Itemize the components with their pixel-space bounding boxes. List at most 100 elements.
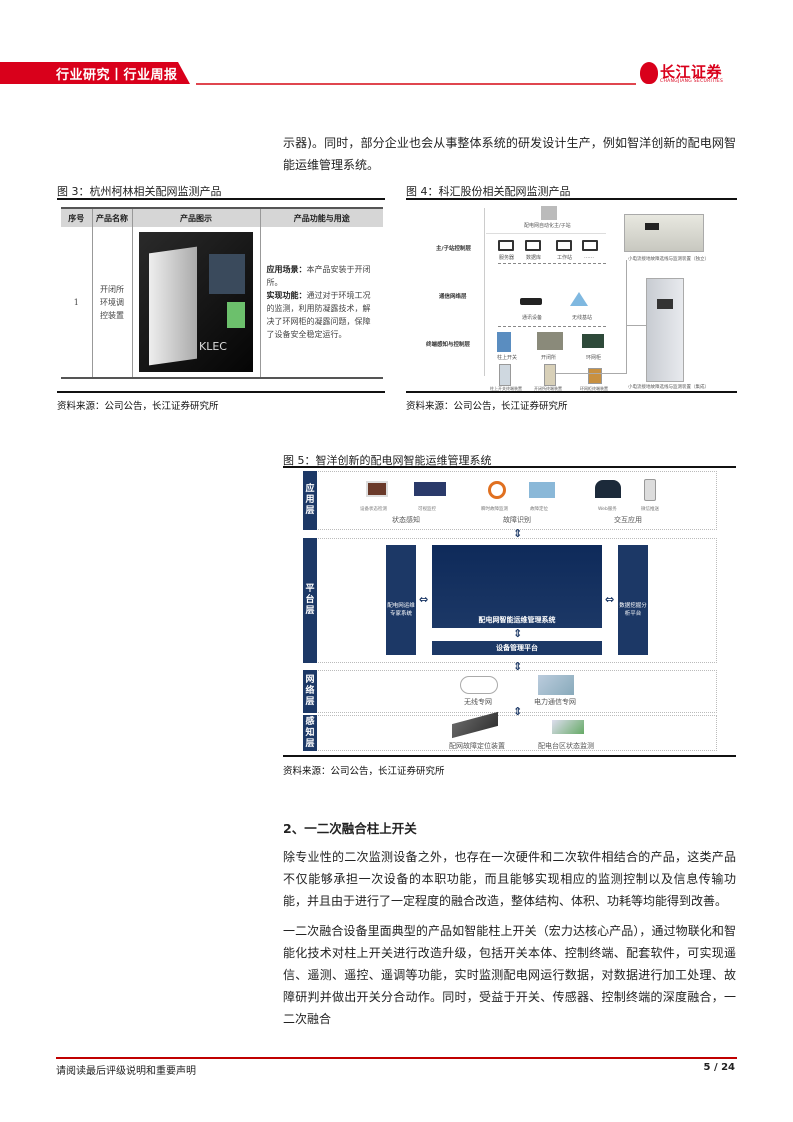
fig3-caption: 图 3：杭州柯林相关配网监测产品: [57, 185, 222, 198]
fig4-diagram: 配电网自动化主/子站 主/子站控制层 通信网络层 终端感知与控制层 服务器 数据…: [406, 200, 737, 391]
footer-disclaimer: 请阅读最后评级说明和重要声明: [56, 1066, 196, 1077]
switch-station-image: [537, 332, 563, 350]
device-label: 环网柜终端装置: [580, 386, 608, 391]
fig3-source: 资料来源：公司公告，长江证券研究所: [57, 401, 219, 412]
device-platform: 设备管理平台: [432, 641, 602, 655]
integrated-device-image: [646, 278, 684, 382]
device-label: 开闭所: [541, 355, 557, 361]
arrow-icon: ⇕: [513, 660, 523, 673]
layer-label: 应用层: [303, 471, 317, 530]
logo-text: 长江证券: [660, 63, 723, 81]
ring-unit-image: [582, 334, 604, 348]
report-type: 行业研究丨行业周报: [56, 68, 178, 83]
device-label: 工作站: [557, 255, 573, 261]
divider: [406, 198, 737, 200]
divider: [57, 198, 385, 200]
layer-label: 感知层: [303, 715, 317, 751]
expert-system: 配电网运维专家系统: [386, 545, 416, 655]
layer-label: 主/子站控制层: [436, 246, 472, 252]
device-label: 环网柜: [586, 355, 602, 361]
section-heading: 2、一二次融合柱上开关: [283, 821, 417, 836]
app-item: 故障定位: [530, 507, 548, 512]
app-item: 微信推送: [641, 507, 659, 512]
network-layer: [303, 670, 717, 713]
terminal-image: [588, 368, 602, 384]
divider: [498, 263, 606, 264]
device-label: ……: [584, 254, 594, 260]
cloud-icon: [460, 676, 498, 694]
network-label: 无线专网: [464, 698, 492, 706]
monitor-icon: [525, 240, 541, 251]
video-icon: [414, 482, 446, 496]
app-item: 可视监控: [418, 507, 436, 512]
app-item: Web服务: [598, 507, 617, 512]
phone-icon: [644, 479, 656, 501]
fig5-caption: 图 5：智洋创新的配电网智能运维管理系统: [283, 454, 492, 467]
network-label: 电力通信专网: [534, 698, 576, 706]
group-label: 状态感知: [392, 516, 420, 524]
table-header: 序号 产品名称 产品图示 产品功能与用途: [61, 209, 383, 227]
layer-label: 网络层: [303, 670, 317, 713]
col-header: 产品图示: [131, 209, 260, 227]
logo-icon: [640, 62, 658, 84]
sensing-layer: [303, 715, 717, 751]
arrow-icon: ⇕: [513, 527, 523, 540]
device-label: 数据库: [526, 255, 542, 261]
terminal-image: [544, 364, 556, 386]
cabinet-shape: [149, 246, 197, 366]
connector: [626, 325, 646, 326]
cell-image: KLEC: [131, 227, 260, 377]
text: 通过对于环境工况的监测，利用防凝露技术，解决了环网柜的凝露问题，保障了设备安全稳…: [266, 291, 371, 339]
layer-label: 终端感知与控制层: [426, 342, 471, 348]
building-icon: [541, 206, 557, 220]
terminal-image: [499, 364, 511, 386]
col-header: 产品功能与用途: [259, 209, 383, 227]
main-system-screenshot: 配电网智能运维管理系统: [432, 545, 602, 628]
station-label: 配电网自动化主/子站: [524, 223, 571, 229]
arrow-icon: ⇕: [513, 627, 523, 640]
bracket: [486, 233, 606, 261]
fig4-caption: 图 4：科汇股份相关配网监测产品: [406, 185, 571, 198]
layer-label: 通信网络层: [439, 294, 467, 300]
logo-subtext: CHANGJIANG SECURITIES: [660, 79, 724, 84]
divider: [57, 391, 385, 393]
station-monitor-image: [552, 720, 584, 734]
locate-icon: [529, 482, 555, 498]
layer-label: 平台层: [303, 538, 317, 663]
target-icon: [488, 481, 506, 499]
label: 实现功能：: [266, 290, 307, 300]
product-image: KLEC: [139, 232, 253, 372]
text: 本产品安装于开闭所。: [266, 265, 371, 287]
divider: [484, 208, 485, 376]
connector: [556, 373, 626, 374]
col-header: 产品名称: [91, 209, 132, 227]
power-network-image: [538, 675, 574, 695]
app-item: 瞬时故障监测: [481, 507, 508, 512]
device-label: 柱上开关: [497, 355, 518, 361]
divider: [283, 466, 736, 468]
web-service-icon: [595, 480, 621, 498]
arrow-icon: ⇔: [605, 593, 615, 606]
monitor-icon: [556, 240, 572, 251]
arrow-icon: ⇔: [419, 593, 429, 606]
device-label: 开闭所终端装置: [534, 386, 562, 391]
fig3-table: 序号 产品名称 产品图示 产品功能与用途 1 开闭所环境调控装置 KLEC 应用…: [61, 207, 383, 379]
device-label: 服务器: [499, 255, 515, 261]
status-icon: [366, 481, 388, 497]
intro-paragraph: 示器)。同时，部分企业也会从事整体系统的研发设计生产，例如智洋创新的配电网智能运…: [283, 136, 736, 172]
header-band: [0, 62, 190, 84]
group-label: 交互应用: [614, 516, 642, 524]
label: 应用场景：: [266, 264, 307, 274]
connector: [626, 260, 627, 374]
monitor-icon: [582, 240, 598, 251]
footer-rule: [56, 1057, 737, 1059]
tower-icon: [570, 292, 588, 306]
monitor-icon: [498, 240, 514, 251]
page-number: 5 / 24: [703, 1062, 736, 1073]
cell-function: 应用场景：本产品安装于开闭所。 实现功能：通过对于环境工况的监测，利用防凝露技术…: [259, 227, 383, 377]
pole-switch-image: [497, 332, 511, 352]
device-label: 小电流接地故障选线与监测装置（独立）: [628, 257, 709, 262]
section: 2、一二次融合柱上开关 除专业性的二次监测设备之外，也存在一次硬件和二次软件相结…: [283, 820, 736, 1030]
divider: [283, 755, 736, 757]
paragraph: 除专业性的二次监测设备之外，也存在一次硬件和二次软件相结合的产品，这类产品不仅能…: [283, 850, 736, 908]
